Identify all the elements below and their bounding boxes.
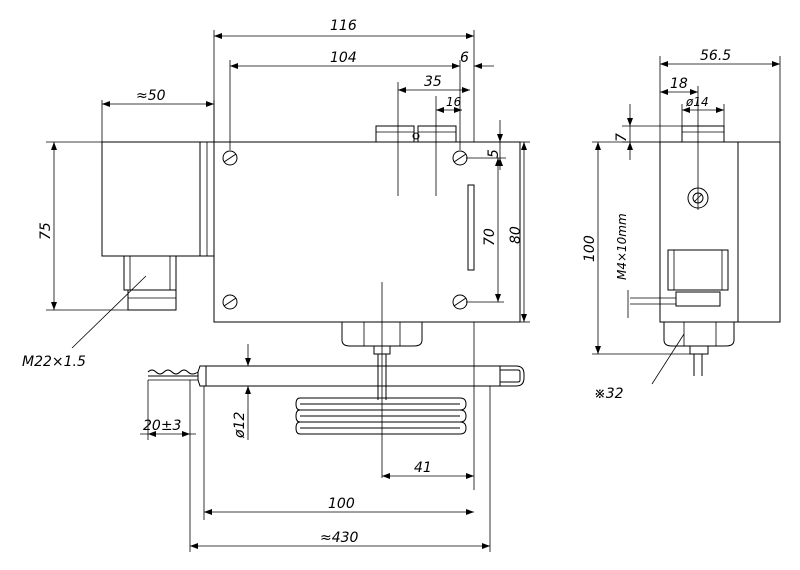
side-view: 56.5 18 ø14 7 100 M4×10mm ※32	[582, 48, 781, 402]
dim-32: ※32	[594, 386, 624, 402]
connector-thread	[123, 255, 177, 291]
dim-m4: M4×10mm	[615, 213, 629, 280]
dim-80: 80	[508, 226, 524, 244]
right-tab	[467, 184, 475, 271]
dim-5: 5	[486, 149, 502, 158]
dim-70: 70	[482, 228, 498, 246]
dim-430: ≈430	[320, 530, 359, 546]
dim-d14: ø14	[685, 95, 709, 109]
connector-nut	[127, 289, 177, 311]
dim-100-bottom: 100	[328, 496, 355, 512]
connector-housing	[101, 141, 201, 257]
dim-41: 41	[414, 460, 432, 476]
dim-7: 7	[614, 133, 630, 142]
front-view: 116 104 6 35 16 ≈50 5 70	[22, 18, 530, 552]
dim-75: 75	[38, 222, 54, 240]
dim-6: 6	[460, 50, 469, 66]
dim-18: 18	[670, 76, 688, 92]
screw-bottom-right	[452, 294, 468, 310]
dim-m22: M22×1.5	[22, 354, 86, 370]
dim-100-side: 100	[582, 235, 598, 262]
dim-d12: ø12	[232, 412, 248, 439]
top-adjusters	[375, 125, 457, 143]
screw-bottom-left	[222, 294, 238, 310]
dim-16: 16	[446, 95, 462, 109]
dim-35: 35	[424, 74, 442, 90]
screw-top-left	[222, 150, 238, 166]
dim-20: 20±3	[143, 418, 181, 434]
screw-top-right	[452, 150, 468, 166]
bottom-hex-nut	[341, 322, 423, 355]
side-screw	[687, 187, 709, 209]
dim-56-5: 56.5	[700, 48, 731, 64]
dim-104: 104	[330, 50, 357, 66]
sensing-bulb	[147, 365, 525, 387]
dim-50: ≈50	[136, 88, 166, 104]
dim-116: 116	[330, 18, 357, 34]
capillary-coil	[295, 397, 467, 435]
